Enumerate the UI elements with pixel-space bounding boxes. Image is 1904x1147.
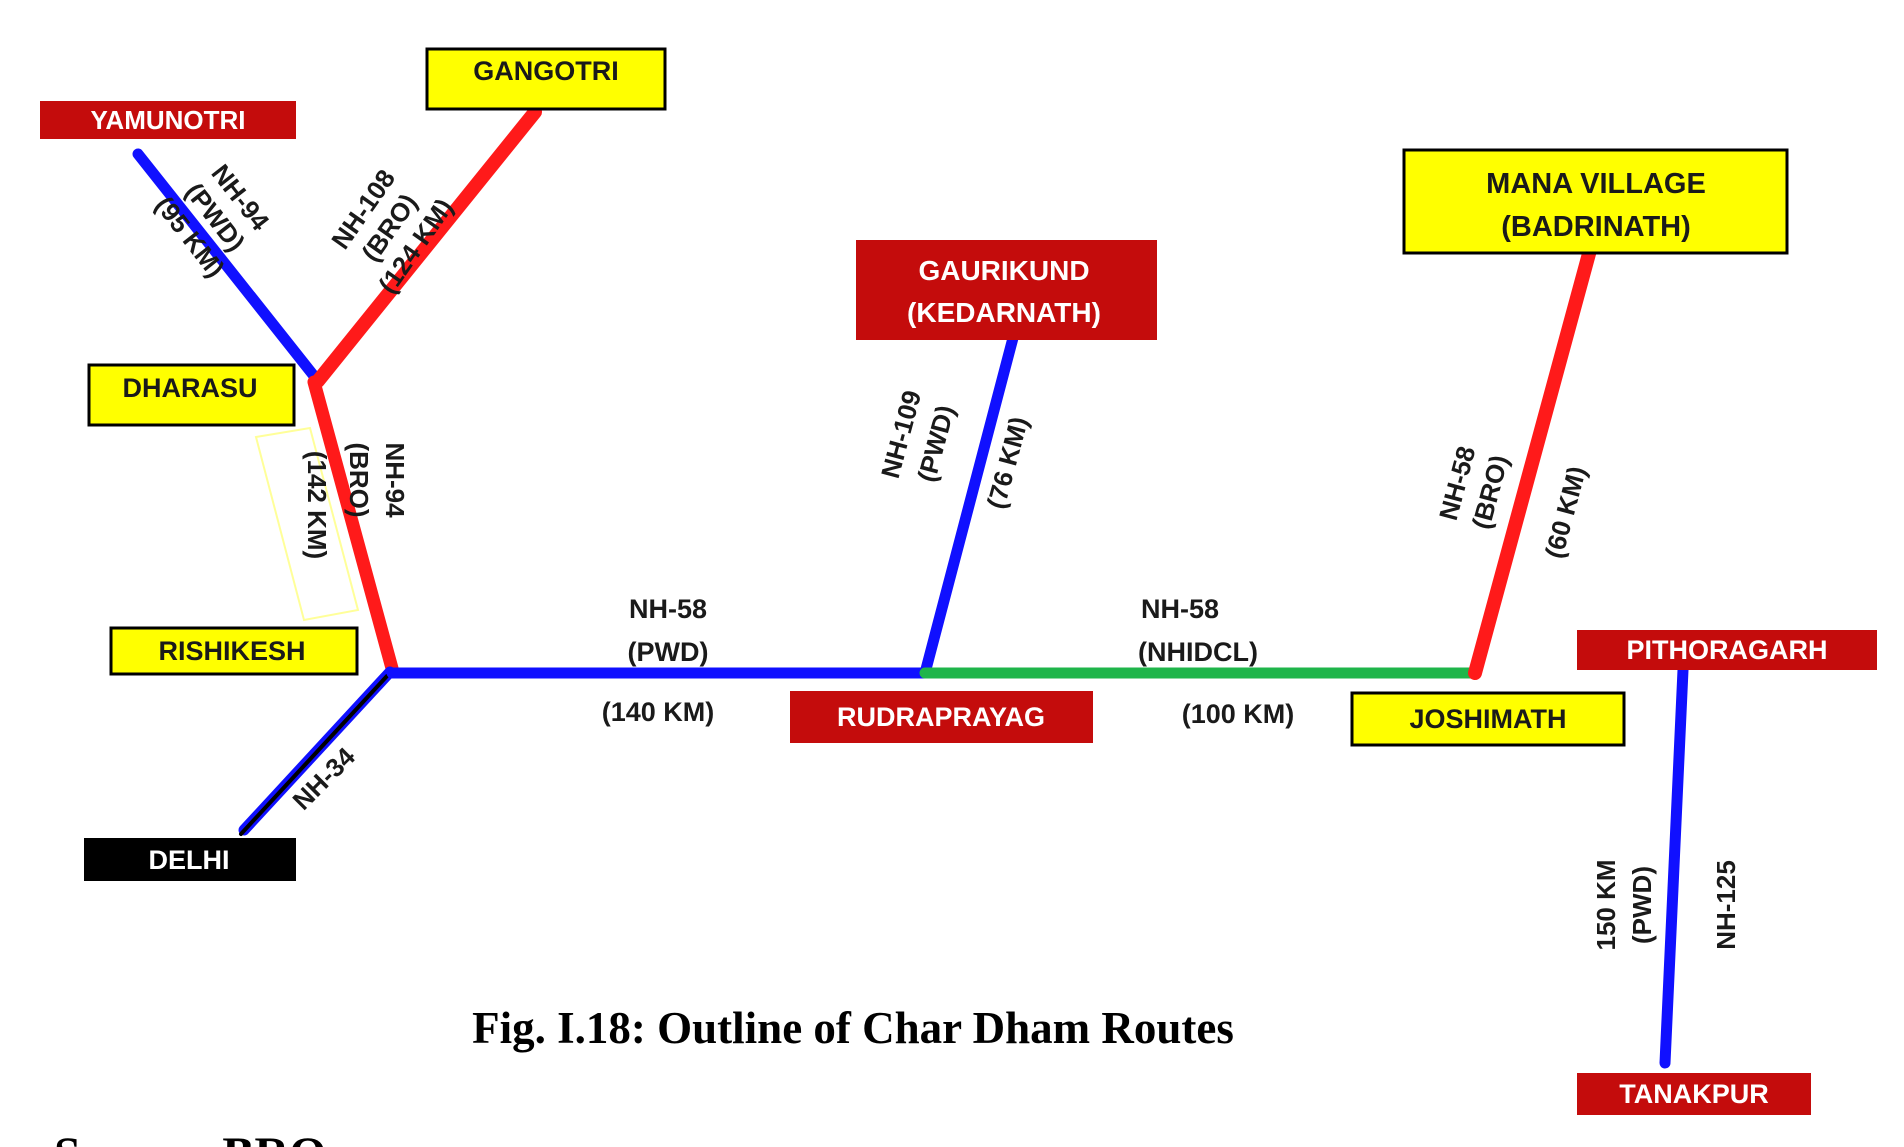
node-gaurikund-label-2: (KEDARNATH)	[907, 297, 1101, 328]
route-lines	[132, 105, 1689, 1069]
tanak-nh: NH-125	[1711, 860, 1741, 950]
dharasu-agency: (BRO)	[344, 442, 374, 517]
joshi-km: (100 KM)	[1182, 699, 1295, 729]
node-pithoragarh: PITHORAGARH	[1577, 630, 1877, 670]
label-dharasu-route: NH-94 (BRO)	[344, 442, 410, 518]
route-dharasu-junction	[307, 375, 400, 679]
tanak-agency: (PWD)	[1627, 866, 1657, 944]
rudra-km: (140 KM)	[602, 697, 715, 727]
dharasu-nh: NH-94	[380, 442, 410, 518]
source-line: Source: BRO	[54, 1128, 326, 1147]
node-rudraprayag: RUDRAPRAYAG	[790, 691, 1093, 743]
bracket-outline	[254, 426, 360, 622]
node-mana-label-1: MANA VILLAGE	[1486, 168, 1706, 200]
node-delhi-label: DELHI	[149, 845, 230, 875]
label-tanak-right: NH-125	[1711, 860, 1741, 950]
label-yamunotri-route: NH-94 (PWD) (95 KM)	[149, 158, 275, 282]
node-tanakpur-label: TANAKPUR	[1619, 1079, 1769, 1109]
node-joshimath: JOSHIMATH	[1350, 691, 1626, 747]
mana-km: (60 KM)	[1539, 463, 1592, 561]
node-dharasu-label: DHARASU	[123, 373, 258, 403]
dharasu-km: (142 KM)	[302, 451, 332, 559]
route-pithoragarh-tanakpur	[1659, 664, 1689, 1069]
node-pithoragarh-label: PITHORAGARH	[1627, 635, 1828, 665]
route-dharasu-gangotri	[311, 105, 542, 388]
route-junction-delhi-dark	[239, 674, 389, 836]
label-gangotri-route: NH-108 (BRO) (124 KM)	[325, 164, 459, 299]
node-dharasu: DHARASU	[87, 363, 296, 427]
rudra-agency: (PWD)	[628, 637, 709, 667]
node-joshimath-label: JOSHIMATH	[1409, 704, 1566, 734]
tanak-km: 150 KM	[1591, 859, 1621, 950]
route-joshimath-mana	[1468, 243, 1597, 680]
node-gaurikund: GAURIKUND (KEDARNATH)	[856, 240, 1157, 340]
label-tanak-left: 150 KM (PWD)	[1591, 859, 1657, 950]
node-yamunotri-label: YAMUNOTRI	[90, 105, 245, 135]
node-mana-label-2: (BADRINATH)	[1501, 211, 1691, 243]
node-tanakpur: TANAKPUR	[1577, 1073, 1811, 1115]
rudra-nh: NH-58	[629, 594, 707, 624]
node-gangotri-label: GANGOTRI	[473, 56, 619, 86]
node-yamunotri: YAMUNOTRI	[40, 101, 296, 139]
node-rishikesh-label: RISHIKESH	[158, 636, 305, 666]
node-delhi: DELHI	[84, 838, 296, 881]
node-gaurikund-label-1: GAURIKUND	[918, 255, 1089, 286]
route-yamunotri-dharasu	[132, 148, 324, 387]
node-gangotri: GANGOTRI	[425, 47, 667, 111]
label-kedar-route: NH-109 (PWD) (76 KM)	[875, 387, 1034, 512]
joshi-agency: (NHIDCL)	[1138, 637, 1258, 667]
joshi-nh: NH-58	[1141, 594, 1219, 624]
node-rudraprayag-label: RUDRAPRAYAG	[837, 702, 1045, 732]
node-rishikesh: RISHIKESH	[109, 626, 359, 676]
figure-caption: Fig. I.18: Outline of Char Dham Routes	[472, 1003, 1234, 1053]
node-mana-village: MANA VILLAGE (BADRINATH)	[1402, 148, 1789, 255]
label-dharasu-km: (142 KM)	[302, 451, 332, 559]
route-rudraprayag-gaurikund	[919, 332, 1019, 679]
